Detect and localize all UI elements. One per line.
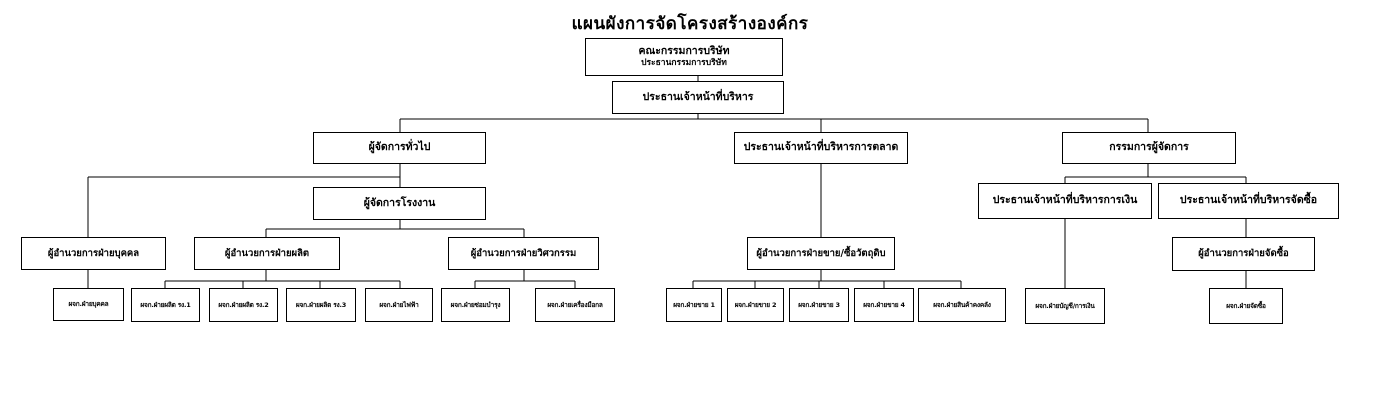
board-chair-label: ประธานกรรมการบริษัท	[641, 58, 727, 69]
sales-4-unit-box: ผจก.ฝ่ายขาย 4	[854, 288, 914, 322]
chart-title: แผนผังการจัดโครงสร้างองค์กร	[571, 14, 809, 34]
production-director-box: ผู้อำนวยการฝ่ายผลิต	[194, 237, 340, 270]
maintenance-unit-box: ผจก.ฝ่ายซ่อมบำรุง	[441, 288, 510, 322]
sales-2-unit-box: ผจก.ฝ่ายขาย 2	[727, 288, 784, 322]
purchasing-unit-box: ผจก.ฝ่ายจัดซื้อ	[1209, 288, 1283, 324]
sales-1-unit-box: ผจก.ฝ่ายขาย 1	[666, 288, 722, 322]
engineering-director-box: ผู้อำนวยการฝ่ายวิศวกรรม	[448, 237, 599, 270]
production-3-unit-box: ผจก.ฝ่ายผลิต รง.3	[286, 288, 356, 322]
general-manager-box: ผู้จัดการทั่วไป	[313, 132, 486, 164]
board-of-directors-box: คณะกรรมการบริษัท ประธานกรรมการบริษัท	[585, 38, 783, 76]
cmo-box: ประธานเจ้าหน้าที่บริหารการตลาด	[734, 132, 908, 164]
machinery-unit-box: ผจก.ฝ่ายเครื่องมือกล	[535, 288, 615, 322]
production-2-unit-box: ผจก.ฝ่ายผลิต รง.2	[209, 288, 278, 322]
ceo-box: ประธานเจ้าหน้าที่บริหาร	[612, 81, 784, 114]
hr-director-box: ผู้อำนวยการฝ่ายบุคคล	[21, 237, 166, 270]
board-label: คณะกรรมการบริษัท	[638, 45, 730, 58]
accounting-unit-box: ผจก.ฝ่ายบัญชี/การเงิน	[1025, 288, 1105, 324]
warehouse-unit-box: ผจก.ฝ่ายสินค้าคงคลัง	[918, 288, 1006, 322]
electric-unit-box: ผจก.ฝ่ายไฟฟ้า	[365, 288, 433, 322]
finance-officer-box: ประธานเจ้าหน้าที่บริหารการเงิน	[978, 183, 1152, 219]
sales-procurement-director-box: ผู้อำนวยการฝ่ายขาย/ซื้อวัตถุดิบ	[747, 237, 895, 270]
purchasing-officer-box: ประธานเจ้าหน้าที่บริหารจัดซื้อ	[1158, 183, 1339, 219]
plant-manager-box: ผู้จัดการโรงงาน	[313, 187, 486, 220]
sales-3-unit-box: ผจก.ฝ่ายขาย 3	[789, 288, 849, 322]
managing-director-box: กรรมการผู้จัดการ	[1062, 132, 1236, 164]
hr-unit-box: ผจก.ฝ่ายบุคคล	[53, 288, 124, 321]
production-1-unit-box: ผจก.ฝ่ายผลิต รง.1	[131, 288, 200, 322]
purchasing-director-box: ผู้อำนวยการฝ่ายจัดซื้อ	[1172, 237, 1315, 271]
